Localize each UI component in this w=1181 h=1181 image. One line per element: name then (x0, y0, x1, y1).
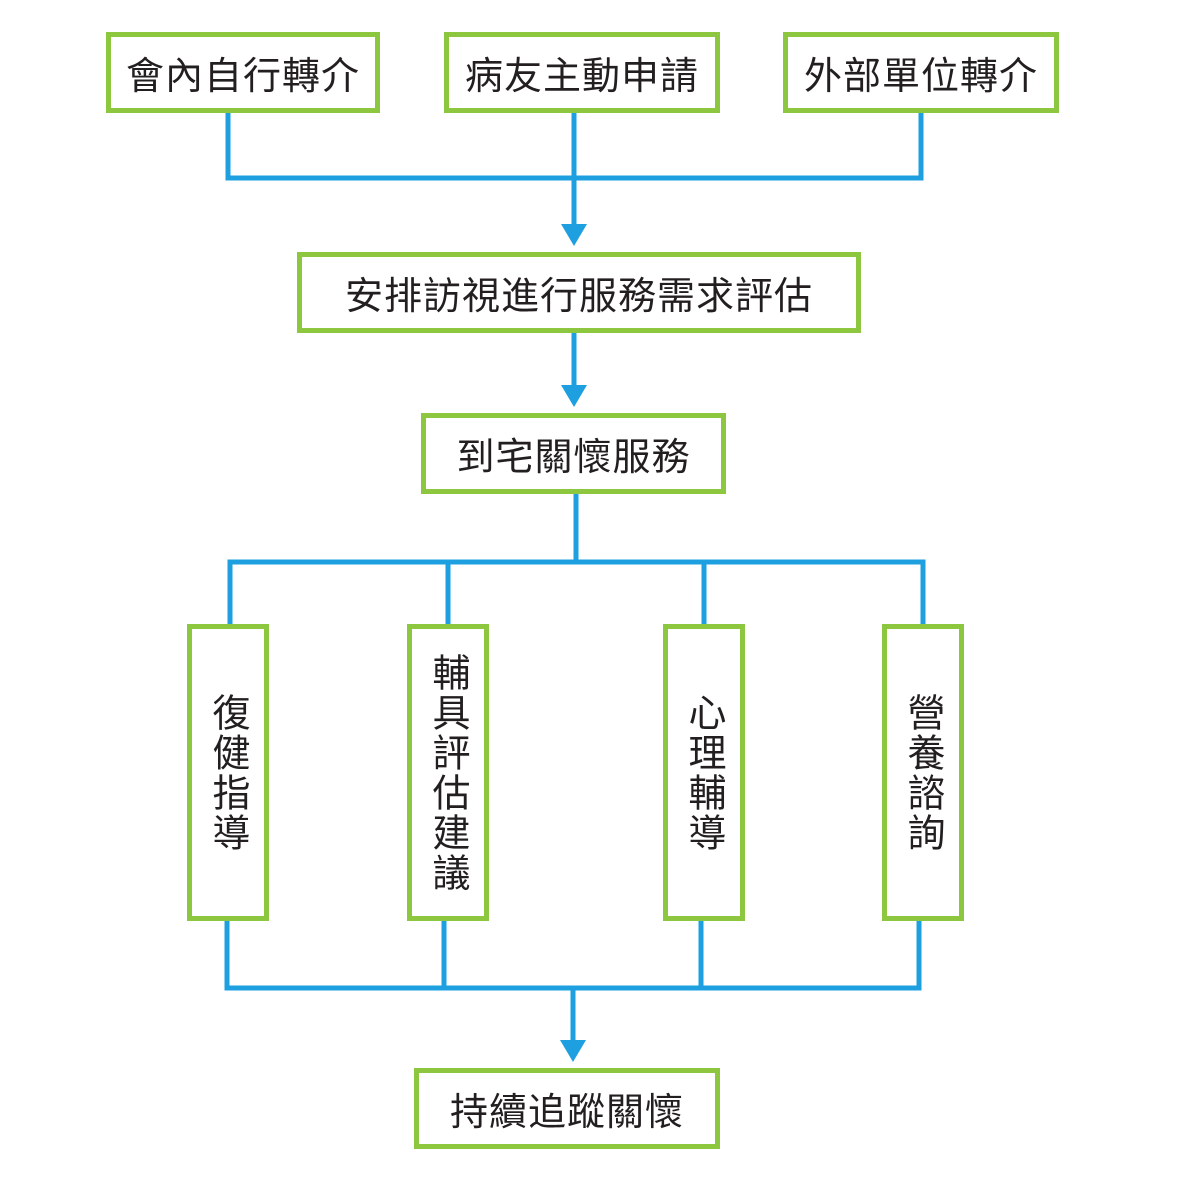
service-nutrition-label: 營養諮詢 (901, 692, 945, 853)
service-counseling-box: 心理輔導 (663, 624, 745, 921)
service-assistive-device-box: 輔具評估建議 (407, 624, 489, 921)
source-external-referral-label: 外部單位轉介 (803, 54, 1038, 98)
arrow-to-assessment (561, 224, 587, 246)
assessment-box: 安排訪視進行服務需求評估 (297, 252, 861, 333)
source-external-referral-box: 外部單位轉介 (783, 32, 1059, 113)
home-care-label: 到宅關懷服務 (456, 435, 691, 479)
service-rehab-box: 復健指導 (187, 624, 269, 921)
source-internal-referral-label: 會內自行轉介 (125, 54, 360, 98)
assessment-label: 安排訪視進行服務需求評估 (344, 274, 813, 318)
arrow-to-home-care (561, 385, 587, 407)
source-patient-application-label: 病友主動申請 (464, 54, 699, 98)
source-internal-referral-box: 會內自行轉介 (106, 32, 380, 113)
service-assistive-device-label: 輔具評估建議 (426, 652, 470, 893)
service-counseling-label: 心理輔導 (682, 692, 726, 853)
home-care-box: 到宅關懷服務 (421, 413, 726, 494)
followup-label: 持續追蹤關懷 (449, 1090, 684, 1134)
followup-box: 持續追蹤關懷 (414, 1068, 720, 1149)
source-patient-application-box: 病友主動申請 (444, 32, 720, 113)
service-nutrition-box: 營養諮詢 (882, 624, 964, 921)
arrow-to-followup (560, 1040, 586, 1062)
service-rehab-label: 復健指導 (206, 692, 250, 853)
